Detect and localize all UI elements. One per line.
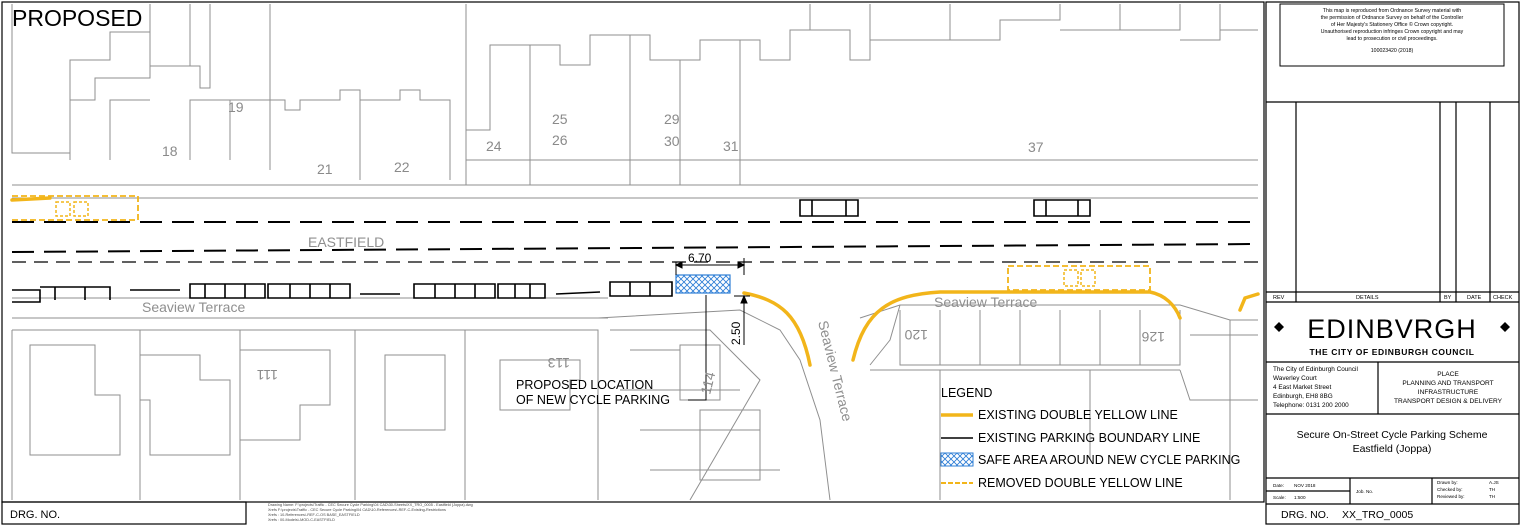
copyright-line: This map is reproduced from Ordnance Sur… (1323, 8, 1462, 14)
plot-number: 120 (904, 327, 928, 343)
file-reference: Xrefs F:\projects\Traffic - CEC Secure C… (268, 508, 446, 512)
meta-checked-by-label: Checked by: (1437, 487, 1463, 492)
department-line: PLANNING AND TRANSPORT (1402, 380, 1493, 387)
meta-job-no-label: Job. No. (1356, 489, 1373, 494)
copyright-line: 100023420 (2018) (1371, 48, 1414, 54)
building-outlines (12, 4, 1258, 500)
legend-item-label: SAFE AREA AROUND NEW CYCLE PARKING (978, 453, 1240, 467)
plot-number: 21 (317, 161, 333, 177)
street-label-seaview-terrace-vertical: Seaview Terrace (815, 319, 856, 423)
removed-double-yellow-lines (12, 196, 1150, 290)
meta-checked-by-value: TH (1489, 487, 1495, 492)
logo-wordmark: EDINBVRGH (1307, 314, 1477, 344)
cycle-parking-safe-area (676, 275, 730, 293)
copyright-line: lead to prosecution or civil proceedings… (1346, 36, 1437, 42)
legend-item-label: REMOVED DOUBLE YELLOW LINE (978, 476, 1183, 490)
plot-number: 114 (697, 370, 718, 396)
meta-scale-value: 1:500 (1294, 495, 1306, 500)
scheme-title: Secure On-Street Cycle Parking Scheme (1297, 429, 1488, 441)
meta-date-label: Date: (1273, 483, 1284, 488)
revision-header-date: DATE (1467, 295, 1482, 301)
copyright-line: the permission of Ordnance Survey on beh… (1321, 15, 1464, 21)
street-label-seaview-terrace: Seaview Terrace (142, 299, 245, 315)
legend-item-label: EXISTING DOUBLE YELLOW LINE (978, 408, 1178, 422)
plot-number: 113 (547, 355, 570, 371)
plot-number: 126 (1141, 329, 1165, 345)
plot-number: 25 (552, 111, 568, 127)
address-line: Waverley Court (1273, 375, 1317, 382)
revision-header-by: BY (1444, 295, 1452, 301)
plot-number: 26 (552, 132, 568, 148)
department-line: PLACE (1437, 371, 1459, 378)
dimension-width-label: 6.70 (688, 251, 712, 265)
file-reference: Drawing Name: F:\projects\Traffic - CEC … (268, 503, 473, 507)
address-line: Telephone: 0131 200 2000 (1273, 402, 1349, 409)
department-line: TRANSPORT DESIGN & DELIVERY (1394, 398, 1503, 405)
drg-no-label: DRG. NO. (1281, 509, 1329, 521)
street-label-seaview-terrace: Seaview Terrace (934, 294, 1037, 310)
drawing-status-label: PROPOSED (12, 5, 142, 31)
address-line: Edinburgh, EH8 8BG (1273, 393, 1333, 400)
callout-line-2: OF NEW CYCLE PARKING (516, 393, 670, 407)
department-line: INFRASTRUCTURE (1418, 389, 1479, 396)
map-frame (2, 2, 1264, 502)
legend-title: LEGEND (941, 386, 992, 400)
plot-number: 19 (228, 99, 244, 115)
plot-number: 29 (664, 111, 680, 127)
revision-header-rev: REV (1273, 295, 1285, 301)
dimension-depth-label: 2.50 (729, 321, 743, 345)
plot-number: 111 (257, 367, 278, 383)
address-line: The City of Edinburgh Council (1273, 366, 1358, 373)
callout-line-1: PROPOSED LOCATION (516, 378, 653, 392)
meta-drawn-by-value: A.JS (1489, 480, 1499, 485)
plot-number: 30 (664, 133, 680, 149)
meta-reviewed-by-label: Reviewed by: (1437, 494, 1465, 499)
drg-no-label-left: DRG. NO. (10, 509, 60, 521)
plot-number: 18 (162, 143, 178, 159)
meta-drawn-by-label: Drawn by: (1437, 480, 1458, 485)
edinburgh-logo: EDINBVRGH THE CITY OF EDINBURGH COUNCIL (1274, 314, 1510, 357)
copyright-line: Unauthorised reproduction infringes Crow… (1321, 29, 1464, 35)
legend-item-label: EXISTING PARKING BOUNDARY LINE (978, 431, 1200, 445)
file-reference: Xrefs : 10-References\-REF-C-OS BASE_EAS… (268, 513, 360, 517)
plot-number: 22 (394, 159, 410, 175)
meta-reviewed-by-value: TH (1489, 494, 1495, 499)
meta-scale-label: Scale: (1273, 495, 1286, 500)
plot-number: 24 (486, 138, 502, 154)
scheme-location: Eastfield (Joppa) (1353, 443, 1432, 455)
plot-number: 37 (1028, 139, 1044, 155)
revision-header-check: CHECK (1493, 295, 1513, 301)
title-block: This map is reproduced from Ordnance Sur… (1266, 4, 1519, 521)
legend: LEGEND EXISTING DOUBLE YELLOW LINE EXIST… (941, 386, 1240, 490)
legend-swatch-safe-area (941, 453, 973, 466)
plot-number: 31 (723, 138, 739, 154)
revision-header-details: DETAILS (1356, 295, 1379, 301)
drg-no-value: XX_TRO_0005 (1342, 509, 1413, 521)
copyright-line: of Her Majesty's Stationery Office © Cro… (1331, 21, 1453, 28)
file-reference: Xrefs : 00-Models\-MOD-C-EASTFIELD (268, 518, 335, 522)
meta-date-value: NOV 2018 (1294, 483, 1316, 488)
road-markings (12, 222, 1258, 262)
street-label-eastfield: EASTFIELD (308, 234, 384, 250)
address-line: 4 East Market Street (1273, 384, 1331, 391)
council-name: THE CITY OF EDINBURGH COUNCIL (1309, 347, 1474, 357)
file-references: Drawing Name: F:\projects\Traffic - CEC … (268, 503, 473, 522)
